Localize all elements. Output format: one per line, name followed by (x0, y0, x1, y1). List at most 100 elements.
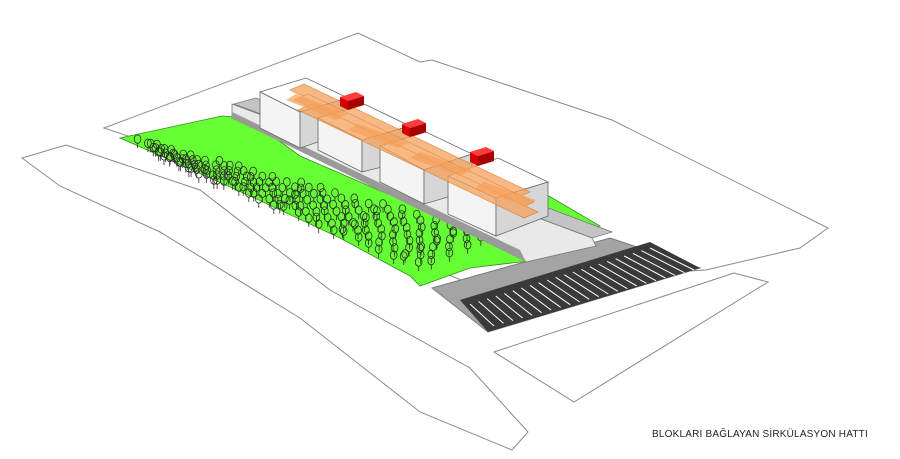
core-3-side (478, 151, 494, 166)
parking-stripe (495, 295, 523, 319)
core-3-top (470, 147, 494, 156)
tree-symbol (220, 176, 228, 190)
tree-symbol (405, 235, 414, 250)
tree-symbol (242, 171, 251, 186)
tree-symbol (379, 199, 387, 213)
tree-symbol (386, 211, 395, 226)
parking-stripe (486, 298, 514, 322)
tree-symbol (312, 212, 321, 227)
tree-symbol (209, 170, 217, 185)
tree-symbol (390, 243, 399, 257)
tree-symbol (245, 188, 253, 202)
tree-symbol (298, 188, 307, 203)
tree-symbol (339, 226, 348, 241)
tree-symbol (344, 212, 353, 226)
tree-symbol (354, 232, 363, 247)
tree-symbol (310, 189, 318, 203)
parking-stripe (529, 284, 561, 308)
tree-symbol (187, 163, 195, 178)
tree-symbol (286, 188, 294, 202)
tree-symbol (144, 138, 152, 153)
tree-symbol (397, 210, 406, 224)
parking-stripe (503, 292, 533, 316)
tree-symbol (360, 218, 369, 233)
tree-symbol (375, 237, 383, 251)
tree-symbol (225, 165, 233, 180)
tree-symbol (332, 206, 341, 221)
tree-symbol (427, 256, 436, 270)
tree-symbol (234, 161, 243, 175)
parking-stripe (512, 290, 542, 314)
tree-symbol (316, 194, 325, 209)
tree-symbol (427, 249, 436, 264)
tree-symbol (414, 257, 423, 272)
parking-stripe (649, 247, 695, 271)
tree-symbol (430, 221, 439, 235)
tree-symbol (195, 169, 203, 183)
parking-stripe (521, 287, 552, 311)
core-1-side (348, 96, 364, 110)
tree-symbol (350, 193, 359, 208)
walkway-crossing-3 (410, 152, 472, 176)
tree-symbol (185, 163, 193, 177)
tree-symbol (265, 194, 274, 208)
tree-symbol (274, 188, 282, 203)
parking-stripe (572, 271, 609, 295)
tree-symbol (405, 242, 413, 257)
parking-stripe (538, 282, 571, 306)
tree-symbol (445, 241, 453, 256)
tree-symbol (291, 182, 299, 196)
tree-symbol (270, 200, 278, 215)
tree-symbol (364, 231, 373, 246)
tree-symbol (149, 142, 158, 157)
tree-symbol (323, 212, 332, 227)
tree-symbol (210, 175, 218, 189)
tree-symbol (372, 211, 381, 226)
tree-symbol (412, 209, 421, 224)
tree-symbol (276, 199, 284, 214)
tree-symbol (233, 166, 242, 181)
tree-symbol (249, 188, 258, 202)
parking-stripe (641, 250, 685, 274)
tree-symbol (305, 182, 313, 197)
parking-stripe (469, 303, 495, 327)
tree-symbol (320, 200, 329, 215)
tree-symbol (312, 207, 321, 221)
walkway-crossing-4 (474, 182, 536, 206)
plinth-edge-shadow (232, 112, 526, 262)
tree-symbol (283, 177, 291, 191)
tree-symbol (337, 193, 346, 208)
parking-stripe (606, 260, 647, 284)
tree-symbol (303, 195, 311, 209)
tree-symbol (354, 225, 362, 240)
tree-symbol (314, 219, 323, 234)
tree-symbol (364, 198, 373, 213)
parking-stripe (478, 300, 504, 324)
tree-symbol (184, 158, 193, 173)
tree-symbol (445, 248, 454, 262)
tree-symbol (349, 217, 357, 232)
tree-symbol (417, 222, 426, 237)
parking-stripe (598, 263, 638, 287)
parking-stripe (555, 276, 590, 300)
core-1-front (340, 97, 348, 110)
tree-symbol (296, 201, 305, 215)
stair-core-2 (402, 119, 426, 137)
tree-symbol (390, 217, 398, 231)
parking-stripe (624, 255, 666, 279)
tree-symbol (463, 240, 472, 254)
tree-symbol (338, 224, 347, 239)
core-2-front (402, 124, 410, 137)
tree-symbol (341, 200, 350, 214)
parking-stripe (632, 252, 676, 276)
diagram-caption: BLOKLARI BAĞLAYAN SİRKÜLASYON HATTI (652, 429, 868, 440)
tree-symbol (201, 164, 209, 179)
terrain-right-strip (492, 272, 770, 403)
tree-symbol (235, 182, 243, 196)
tree-symbol (166, 151, 174, 166)
tree-symbol (255, 194, 263, 208)
tree-symbol (318, 188, 327, 202)
tree-symbol (296, 183, 305, 198)
parking-stalls (460, 242, 700, 332)
tree-symbol (432, 236, 441, 250)
